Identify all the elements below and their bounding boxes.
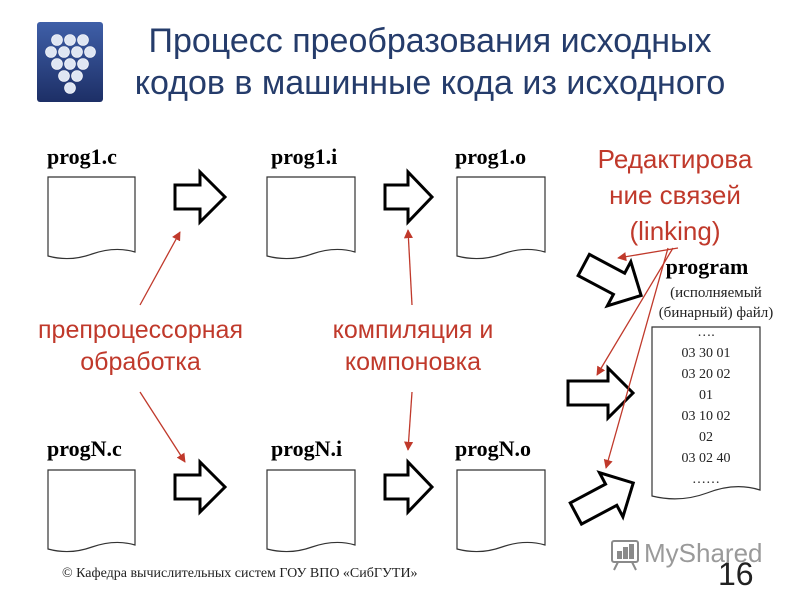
slide-title: Процесс преобразования исходных кодов в … <box>110 20 750 104</box>
block-arrow-bottom-1 <box>173 458 228 516</box>
annotation-preprocess: препроцессорная обработка <box>38 316 243 376</box>
annotation-arrow-compile-top <box>403 229 413 306</box>
document-icon-progn-o <box>456 469 546 553</box>
program-subtitle: (исполняемый (бинарный) файл) <box>658 285 774 321</box>
title-line-2: кодов в машинные кода из исходного <box>134 64 726 102</box>
block-arrow-top-1 <box>173 168 228 226</box>
page-number: 16 <box>718 556 754 592</box>
annotation-compile: компиляция и компоновка <box>332 316 494 376</box>
file-label-progn-c: progN.c <box>47 436 122 461</box>
block-arrow-link-mid <box>566 364 636 422</box>
listing-line: 01 <box>699 388 713 403</box>
listing-line: 03 02 40 <box>681 451 731 466</box>
listing-line: …. <box>697 325 715 340</box>
annotation-linking: Редактирова ние связей (linking) <box>597 144 753 246</box>
document-icon-progn-i <box>266 469 356 553</box>
listing-line: …… <box>692 472 720 487</box>
listing-line: 03 20 02 <box>681 367 731 382</box>
logo <box>37 22 103 102</box>
document-icon-progn-c <box>47 469 136 553</box>
document-icon-prog1-i <box>266 176 356 260</box>
listing-line: 03 10 02 <box>681 409 731 424</box>
listing-line: 02 <box>699 430 713 445</box>
annotation-arrow-preprocess-bottom <box>139 391 186 463</box>
file-label-progn-o: progN.o <box>455 436 531 461</box>
footer-copyright: © Кафедра вычислительных систем ГОУ ВПО … <box>62 566 418 581</box>
block-arrow-bottom-2 <box>383 458 435 516</box>
block-arrow-link-top <box>576 252 644 309</box>
file-label-prog1-c: prog1.c <box>47 144 117 169</box>
molecule-logo-icon <box>37 22 103 102</box>
annotation-arrow-link-2 <box>596 247 674 376</box>
program-title: program <box>665 254 749 279</box>
block-arrow-link-bottom <box>568 470 636 527</box>
file-label-progn-i: progN.i <box>271 436 343 461</box>
file-label-prog1-o: prog1.o <box>455 144 527 169</box>
annotation-arrow-link-3 <box>603 247 669 469</box>
slide-projector-icon <box>611 540 639 571</box>
block-arrow-top-2 <box>383 168 435 226</box>
watermark-text: MyShared <box>644 538 763 568</box>
title-line-1: Процесс преобразования исходных <box>148 22 712 60</box>
document-icon-prog1-o <box>456 176 546 260</box>
file-label-prog1-i: prog1.i <box>271 144 338 169</box>
listing-line: 03 30 01 <box>681 346 731 361</box>
annotation-arrow-compile-bottom <box>404 391 414 451</box>
program-document-icon <box>651 326 761 500</box>
program-listing: …. 03 30 01 03 20 02 01 03 10 02 02 03 0… <box>652 322 760 490</box>
annotation-arrow-preprocess-top <box>139 231 181 306</box>
document-icon-prog1-c <box>47 176 136 260</box>
